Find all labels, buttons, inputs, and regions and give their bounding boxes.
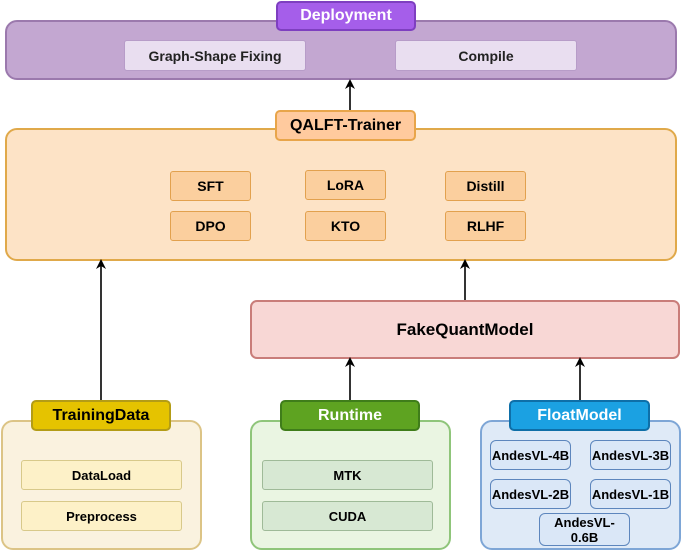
method-lora: LoRA	[305, 170, 386, 200]
method-distill: Distill	[445, 171, 526, 201]
runtime-title: Runtime	[280, 400, 420, 431]
method-dpo: DPO	[170, 211, 251, 241]
andesvl-4b-box: AndesVL-4B	[490, 440, 571, 470]
fakequant-model-box: FakeQuantModel	[250, 300, 680, 359]
andesvl-1b-box: AndesVL-1B	[590, 479, 671, 509]
float-model-title: FloatModel	[509, 400, 650, 431]
cuda-box: CUDA	[262, 501, 433, 531]
method-sft: SFT	[170, 171, 251, 201]
andesvl-0.6b-box: AndesVL-0.6B	[539, 513, 630, 546]
training-data-title: TrainingData	[31, 400, 171, 431]
deployment-title: Deployment	[276, 1, 416, 31]
method-rlhf: RLHF	[445, 211, 526, 241]
compile-box: Compile	[395, 40, 577, 71]
method-kto: KTO	[305, 211, 386, 241]
andesvl-3b-box: AndesVL-3B	[590, 440, 671, 470]
mtk-box: MTK	[262, 460, 433, 490]
preprocess-box: Preprocess	[21, 501, 182, 531]
trainer-title: QALFT-Trainer	[275, 110, 416, 141]
andesvl-2b-box: AndesVL-2B	[490, 479, 571, 509]
graph-shape-fixing-box: Graph-Shape Fixing	[124, 40, 306, 71]
dataload-box: DataLoad	[21, 460, 182, 490]
